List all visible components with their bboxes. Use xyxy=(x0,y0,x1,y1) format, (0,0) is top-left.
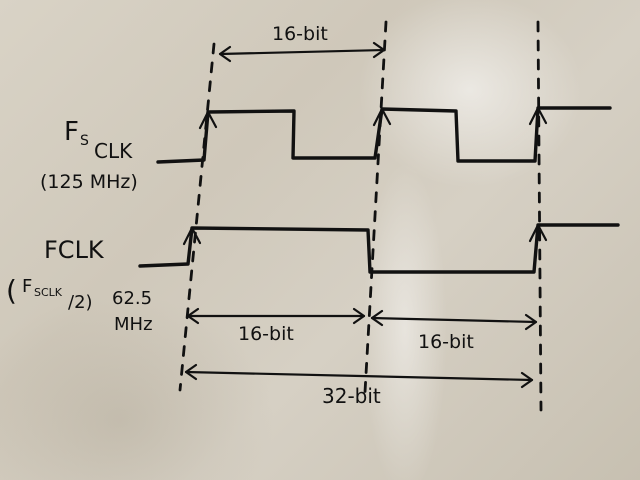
fclk-divider-label: ( F SCLK /2) xyxy=(6,274,93,313)
svg-text:/2): /2) xyxy=(68,292,93,313)
top-span-label: 16-bit xyxy=(272,23,328,45)
reference-line-2 xyxy=(363,20,388,394)
fsclk-frequency-label: (125 MHz) xyxy=(40,171,138,193)
fsclk-waveform xyxy=(156,106,612,164)
fsclk-rise-arrow-2 xyxy=(372,107,392,127)
fclk-frequency-value: 62.5 xyxy=(112,288,152,309)
total-span-label: 32-bit xyxy=(322,384,381,408)
reference-line-1 xyxy=(178,42,216,392)
right-span-label: 16-bit xyxy=(418,331,474,353)
fsclk-rise-arrow-1 xyxy=(198,110,218,130)
svg-text:S: S xyxy=(80,133,89,149)
fclk-waveform xyxy=(138,223,620,274)
fclk-rise-arrow-1 xyxy=(182,226,202,246)
svg-text:CLK: CLK xyxy=(94,139,133,163)
span-arrow-right-16bit xyxy=(370,309,538,331)
span-arrow-top-16bit xyxy=(218,41,386,63)
reference-line-3 xyxy=(536,20,543,412)
svg-text:F: F xyxy=(64,117,79,147)
span-arrow-left-16bit xyxy=(186,307,366,325)
svg-text:F: F xyxy=(22,276,32,297)
fsclk-rise-arrow-3 xyxy=(528,106,548,126)
left-span-label: 16-bit xyxy=(238,323,294,345)
fclk-frequency-unit: MHz xyxy=(114,314,153,335)
fclk-rise-arrow-2 xyxy=(528,223,548,243)
svg-text:SCLK: SCLK xyxy=(34,286,63,299)
fclk-label: FCLK xyxy=(44,236,105,264)
fsclk-label: F S CLK xyxy=(64,117,133,163)
svg-text:(: ( xyxy=(6,274,17,307)
span-arrow-32bit xyxy=(184,363,534,389)
